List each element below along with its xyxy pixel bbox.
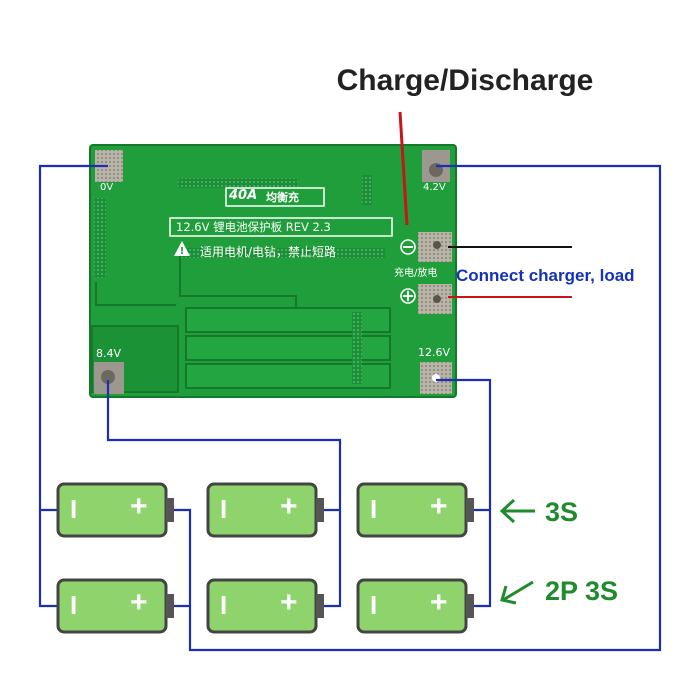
pad-label-0v: 0V [100,182,114,193]
battery-minus: I [70,590,78,620]
rating-box [225,187,325,207]
battery-plus: + [280,490,298,523]
battery-cell [356,578,474,634]
battery-plus: + [430,490,448,523]
pad-label-4-2v: 4.2V [423,182,446,193]
wiring [38,164,662,652]
warning-label: 适用电机/电钻，禁止短路 [200,245,337,259]
pad-label-12-6v: 12.6V [418,346,451,359]
config-label-2p3s: 2P 3S [545,576,619,606]
battery-plus: + [130,586,148,619]
battery-minus: I [220,494,228,524]
battery-1-1: I + [58,484,166,536]
plus-symbol-icon [400,288,416,304]
brand-label: 均衡充 [266,191,299,204]
current-rating: 40A [229,188,258,203]
battery-2-2: I + [208,580,316,632]
battery-minus: I [220,590,228,620]
battery-2-3: I + [358,580,466,632]
dot-trace-top [178,178,298,188]
dot-trace-left [94,198,106,278]
dot-trace-mid [180,248,385,258]
charge-discharge-label: 充电/放电 [394,268,438,279]
battery-plus: + [130,490,148,523]
pad-label-8-4v: 8.4V [96,347,122,360]
protection-board: ! [89,144,457,398]
battery-1-3: I + [358,484,466,536]
minus-symbol-icon [400,239,416,255]
battery-plus: + [280,586,298,619]
arrow-2p3s-icon [500,580,534,605]
battery-1-2: I + [208,484,316,536]
battery-minus: I [370,494,378,524]
arrow-3s-icon [499,498,535,524]
battery-cell [206,578,324,634]
battery-cell [206,482,324,538]
battery-plus: + [430,586,448,619]
connect-label: Connect charger, load [456,266,635,285]
battery-cell [356,482,474,538]
model-label: 12.6V 锂电池保护板 REV 2.3 [176,220,331,234]
diagram-title: Charge/Discharge [336,64,594,97]
battery-2-1: I + [58,580,166,632]
warning-icon [174,241,190,256]
battery-cell [56,578,174,634]
svg-text:!: ! [180,246,185,257]
battery-minus: I [370,590,378,620]
battery-row-2 [56,578,474,634]
battery-minus: I [70,494,78,524]
battery-row-1 [56,482,474,538]
battery-cell [56,482,174,538]
red-pointer-line [398,111,409,226]
model-box [169,217,393,237]
config-label-3s: 3S [545,497,579,527]
